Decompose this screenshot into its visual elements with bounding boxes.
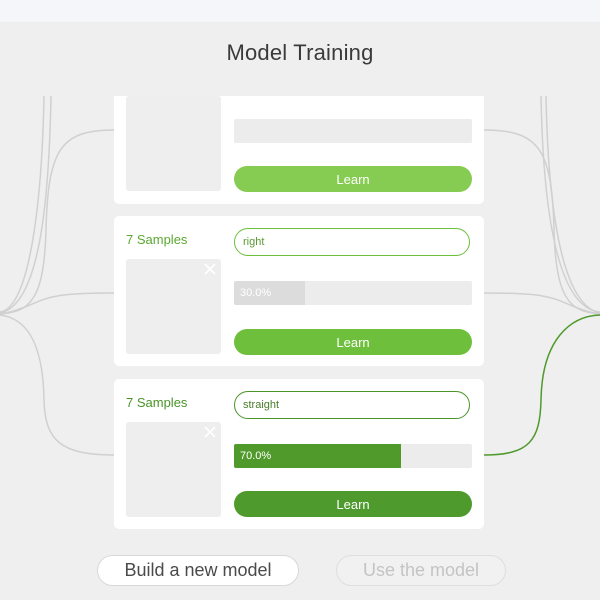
sample-thumbnail [126,259,221,354]
close-icon[interactable] [203,262,217,276]
page-title: Model Training [226,40,374,65]
learn-button[interactable]: Learn [234,329,472,355]
samples-count: 7 Samples [126,395,188,410]
class-card-2: 7 Samples 30.0% Learn [114,216,484,366]
sample-thumbnail [126,422,221,517]
close-icon[interactable] [203,425,217,439]
class-name-input[interactable] [234,228,470,256]
sample-thumbnail [126,96,221,191]
progress-bar: 70.0% [234,444,472,468]
top-bar [0,0,600,22]
progress-bar [234,119,472,143]
build-new-model-button[interactable]: Build a new model [97,555,299,586]
use-model-button[interactable]: Use the model [336,555,506,586]
class-card-3: 7 Samples 70.0% Learn [114,379,484,529]
progress-fill [234,281,306,305]
samples-count: 7 Samples [126,232,188,247]
class-card-1: Learn [114,96,484,204]
class-name-input[interactable] [234,391,470,419]
progress-bar: 30.0% [234,281,472,305]
learn-button[interactable]: Learn [234,166,472,192]
progress-label: 30.0% [240,287,272,299]
progress-label: 70.0% [240,450,272,462]
progress-fill [234,444,401,468]
learn-button[interactable]: Learn [234,491,472,517]
